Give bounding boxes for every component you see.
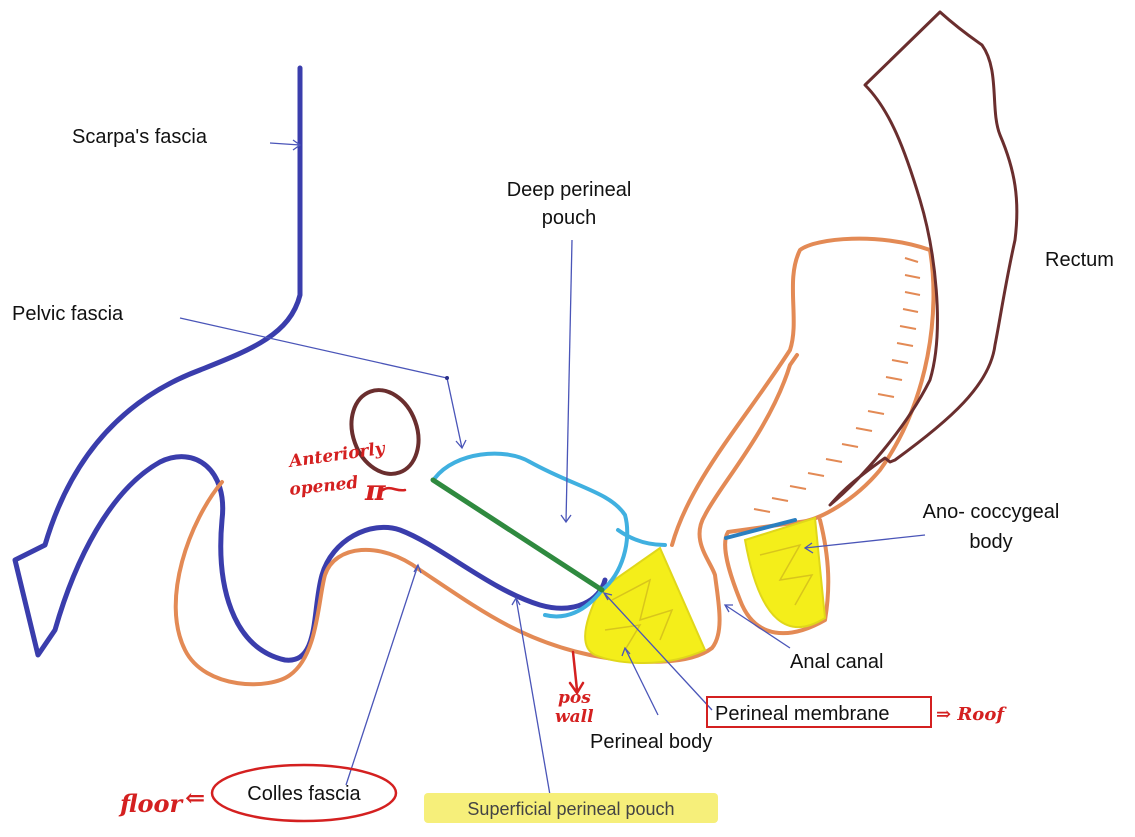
annotation-wall: wall <box>555 707 594 727</box>
deep-perineal-pouch <box>435 454 627 617</box>
perineal-membrane-line <box>433 480 602 590</box>
label-rectum: Rectum <box>1045 249 1114 271</box>
label-anal-canal: Anal canal <box>790 651 883 673</box>
annotation-pi-tail <box>383 488 405 490</box>
label-deep-perineal-pouch-1: Deep perineal <box>507 179 632 201</box>
annotation-floor-arrow: ⇐ <box>185 783 205 812</box>
label-perineal-body: Perineal body <box>590 731 712 753</box>
annotation-pos: pos <box>558 688 591 708</box>
scarpa-fascia-line <box>15 68 605 660</box>
annotation-roof: ⇒ Roof <box>936 704 1007 725</box>
pelvic-fascia-dot <box>445 376 449 380</box>
pos-wall-marker <box>570 652 583 693</box>
perineal-body <box>585 548 705 663</box>
label-scarpas-fascia: Scarpa's fascia <box>72 126 208 148</box>
label-pelvic-fascia: Pelvic fascia <box>12 303 124 325</box>
label-ano-coccygeal-1: Ano- coccygeal <box>923 501 1060 523</box>
rectum-hatching <box>754 258 920 512</box>
pubic-bone <box>340 381 430 484</box>
label-ano-coccygeal-2: body <box>969 531 1012 553</box>
rectum-outline <box>830 12 1017 505</box>
label-deep-perineal-pouch-2: pouch <box>542 207 597 229</box>
colles-fascia-line <box>176 355 797 684</box>
label-perineal-membrane: Perineal membrane <box>715 703 890 725</box>
annotation-opened: opened <box>288 473 359 500</box>
annotation-floor: floor <box>118 789 184 818</box>
label-superficial-perineal-pouch: Superficial perineal pouch <box>467 799 674 819</box>
label-colles-fascia: Colles fascia <box>247 783 361 805</box>
